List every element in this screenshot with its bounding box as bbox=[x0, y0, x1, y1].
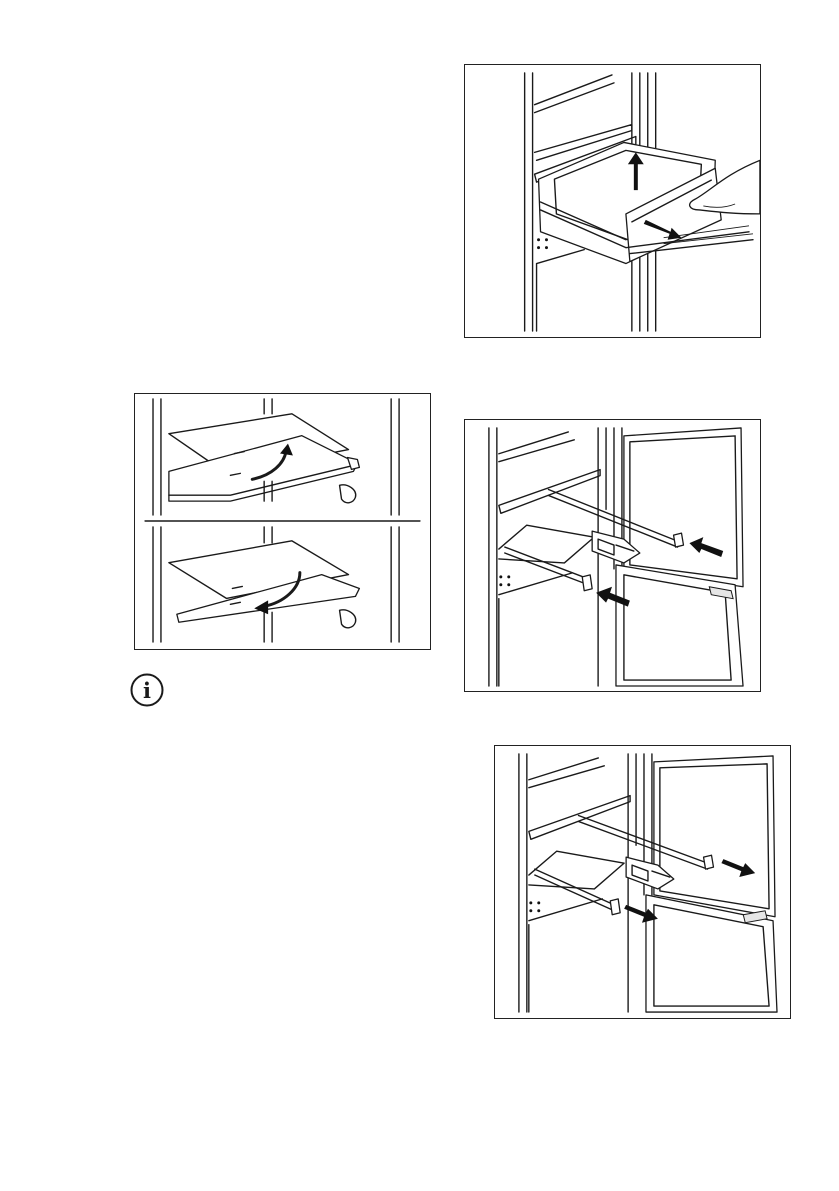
rails-push-in-figure bbox=[464, 419, 761, 692]
info-icon: i bbox=[130, 673, 164, 707]
drawer-removal-illustration bbox=[465, 65, 760, 337]
rails-pull-out-illustration bbox=[495, 746, 790, 1018]
drawer-removal-figure bbox=[464, 64, 761, 338]
shelf-tilt-illustration bbox=[135, 394, 430, 649]
shelf-tilt-figure bbox=[134, 393, 431, 650]
rails-push-in-illustration bbox=[465, 420, 760, 691]
info-glyph: i bbox=[143, 678, 151, 703]
rails-pull-out-figure bbox=[494, 745, 791, 1019]
